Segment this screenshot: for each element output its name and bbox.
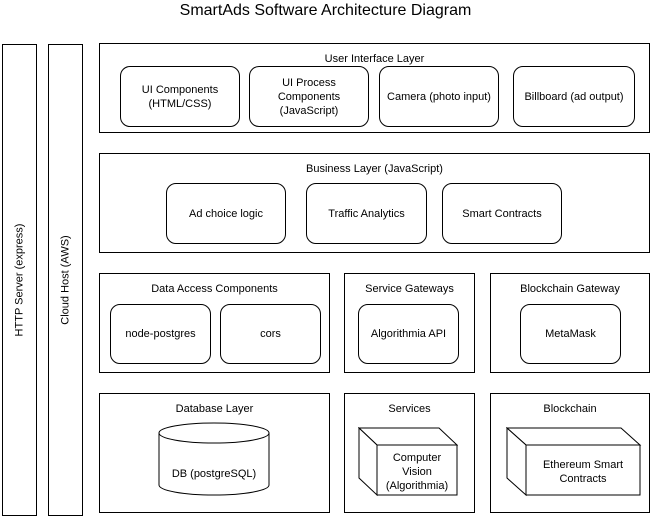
service-gateways-title: Service Gateways (365, 283, 454, 295)
services-layer: Services Computer Vision (Algorithmia) (344, 393, 475, 513)
smart-contracts-label: Smart Contracts (462, 207, 542, 220)
database-layer-title: Database Layer (175, 403, 254, 415)
diagram-title: SmartAds Software Architecture Diagram (179, 2, 472, 19)
ethereum-cube-icon (506, 427, 642, 497)
http-server-label: HTTP Server (express) (13, 223, 26, 337)
database-cylinder-icon (158, 422, 270, 496)
traffic-analytics-box: Traffic Analytics (306, 183, 427, 244)
data-access-title: Data Access Components (151, 283, 278, 295)
algorithmia-api-label: Algorithmia API (370, 328, 447, 340)
computer-vision-label: Computer Vision (Algorithmia) (385, 452, 449, 492)
computer-vision-cube-icon (358, 427, 458, 497)
ui-components-label: UI Components (HTML/CSS) (141, 83, 219, 110)
database-layer: Database Layer DB (postgreSQL) (99, 393, 330, 513)
metamask-label: MetaMask (545, 328, 596, 340)
ad-choice-box: Ad choice logic (166, 183, 286, 244)
business-layer-title: Business Layer (JavaScript) (306, 163, 443, 175)
camera-box: Camera (photo input) (379, 66, 499, 127)
ad-choice-label: Ad choice logic (189, 207, 263, 220)
http-server-frame: HTTP Server (express) (2, 44, 37, 516)
services-title: Services (388, 403, 431, 415)
ui-components-box: UI Components (HTML/CSS) (120, 66, 240, 127)
ethereum-label: Ethereum Smart Contracts (542, 459, 624, 485)
traffic-analytics-label: Traffic Analytics (328, 207, 405, 220)
billboard-label: Billboard (ad output) (524, 90, 624, 103)
metamask-box: MetaMask (520, 304, 621, 364)
blockchain-gateway-title: Blockchain Gateway (520, 283, 620, 295)
data-access-layer: Data Access Components node-postgres cor… (99, 273, 330, 373)
cloud-host-frame: Cloud Host (AWS) (48, 44, 83, 516)
blockchain-title: Blockchain (543, 403, 597, 415)
blockchain-gateway-layer: Blockchain Gateway MetaMask (490, 273, 650, 373)
algorithmia-api-box: Algorithmia API (358, 304, 459, 364)
ui-process-label: UI Process Components (JavaScript) (277, 76, 341, 117)
node-postgres-box: node-postgres (110, 304, 211, 364)
db-label: DB (postgreSQL) (171, 468, 257, 480)
ui-layer: User Interface Layer UI Components (HTML… (99, 43, 650, 133)
cors-box: cors (220, 304, 321, 364)
node-postgres-label: node-postgres (125, 328, 196, 340)
ui-process-box: UI Process Components (JavaScript) (249, 66, 369, 127)
cloud-host-label: Cloud Host (AWS) (59, 235, 72, 325)
business-layer: Business Layer (JavaScript) Ad choice lo… (99, 153, 650, 253)
blockchain-layer: Blockchain Ethereum Smart Contracts (490, 393, 650, 513)
smart-contracts-box: Smart Contracts (442, 183, 562, 244)
camera-label: Camera (photo input) (387, 90, 491, 103)
cors-label: cors (260, 328, 281, 340)
billboard-box: Billboard (ad output) (513, 66, 635, 127)
service-gateways-layer: Service Gateways Algorithmia API (344, 273, 475, 373)
ui-layer-title: User Interface Layer (324, 53, 425, 65)
